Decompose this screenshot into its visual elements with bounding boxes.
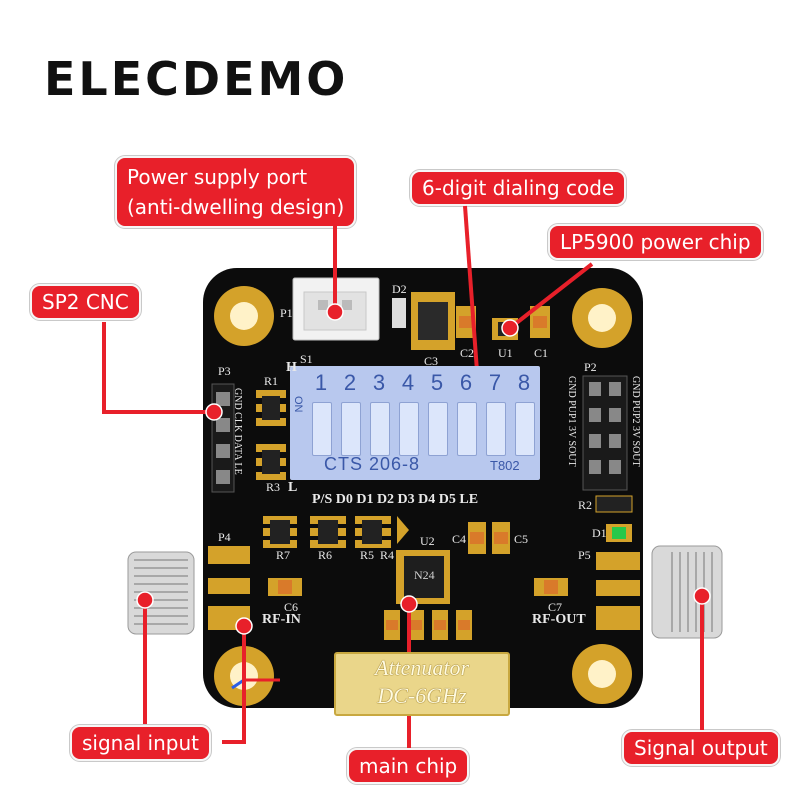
silk-r4: R4: [380, 548, 395, 562]
callout-power-line-1: Power supply port: [127, 165, 308, 189]
silk-r6: R6: [318, 548, 333, 562]
sma-connector-left: [127, 551, 195, 635]
silk-rf-in: RF-IN: [262, 612, 301, 627]
silk-p2: P2: [584, 360, 597, 374]
silk-rf-out: RF-OUT: [532, 612, 586, 627]
dip-toggle-4[interactable]: [399, 402, 419, 456]
silk-pins-p2-right: GND PUP2 3V SOUT: [630, 376, 641, 467]
silk-p3: P3: [218, 364, 231, 378]
silk-c7: C7: [548, 600, 563, 614]
sma-connector-right: [651, 545, 723, 639]
silk-c2: C2: [460, 346, 475, 360]
dip-part-label: CTS 206-8: [324, 454, 421, 474]
silk-u1: U1: [498, 346, 513, 360]
attenuator-line-1: Attenuator: [374, 655, 470, 680]
callout-signal-input: signal input: [70, 725, 211, 761]
silk-c5: C5: [514, 532, 529, 546]
dip-part-code: T802: [490, 458, 520, 473]
silk-d1: D1: [592, 526, 607, 540]
callout-dialing-code: 6-digit dialing code: [410, 170, 627, 206]
dip-number-3: 3: [372, 370, 386, 395]
silk-pins-p2-left: GND PUP1 3V SOUT: [566, 376, 577, 467]
callout-sp2-cnc: SP2 CNC: [30, 284, 141, 320]
silk-s1: S1: [300, 352, 313, 366]
dip-switch: 1 2 3 4 5 6 7 8 ON CTS 206-8 T802: [290, 366, 540, 480]
silk-c4: C4: [452, 532, 467, 546]
dip-toggle-8[interactable]: [515, 402, 535, 456]
silk-c1: C1: [534, 346, 549, 360]
silk-d2: D2: [392, 282, 407, 296]
dip-number-4: 4: [401, 370, 415, 395]
silk-bit-labels: P/S D0 D1 D2 D3 D4 D5 LE: [312, 492, 479, 507]
silk-l: L: [288, 480, 298, 495]
dip-number-5: 5: [430, 370, 444, 395]
silk-r3: R3: [266, 480, 281, 494]
attenuator-line-2: DC-6GHz: [377, 683, 467, 708]
callout-power-chip: LP5900 power chip: [548, 224, 763, 260]
dip-toggle-1[interactable]: [312, 402, 332, 456]
dip-toggle-7[interactable]: [486, 402, 506, 456]
dip-number-8: 8: [517, 370, 531, 395]
silk-r7: R7: [276, 548, 291, 562]
dip-on-label: ON: [292, 396, 304, 413]
silk-r5: R5: [360, 548, 375, 562]
silk-p4: P4: [218, 530, 231, 544]
callout-main-chip: main chip: [347, 748, 470, 784]
silk-c6: C6: [284, 600, 299, 614]
silk-u2: U2: [420, 534, 435, 548]
silk-h: H: [286, 360, 297, 375]
dip-toggle-5[interactable]: [428, 402, 448, 456]
callout-signal-output: Signal output: [622, 730, 780, 766]
dip-toggle-3[interactable]: [370, 402, 390, 456]
silk-pins-p3: GND CLK DATA LE: [232, 388, 243, 475]
callout-power-supply-port: Power supply port (anti-dwelling design): [115, 156, 357, 228]
silk-chip-marking: N24: [414, 568, 435, 582]
attenuator-label-plate: Attenuator DC-6GHz: [334, 652, 510, 716]
silk-c3: C3: [424, 354, 439, 368]
dip-number-2: 2: [343, 370, 357, 395]
brand-logo: ELECDEMO: [44, 52, 349, 106]
dip-number-6: 6: [459, 370, 473, 395]
silk-p1: P1: [280, 306, 293, 320]
dip-toggle-6[interactable]: [457, 402, 477, 456]
dip-number-1: 1: [314, 370, 328, 395]
silk-r2: R2: [578, 498, 593, 512]
callout-power-line-2: (anti-dwelling design): [127, 195, 345, 219]
silk-r1: R1: [264, 374, 279, 388]
dip-toggle-2[interactable]: [341, 402, 361, 456]
dip-number-7: 7: [488, 370, 502, 395]
silk-p5: P5: [578, 548, 591, 562]
